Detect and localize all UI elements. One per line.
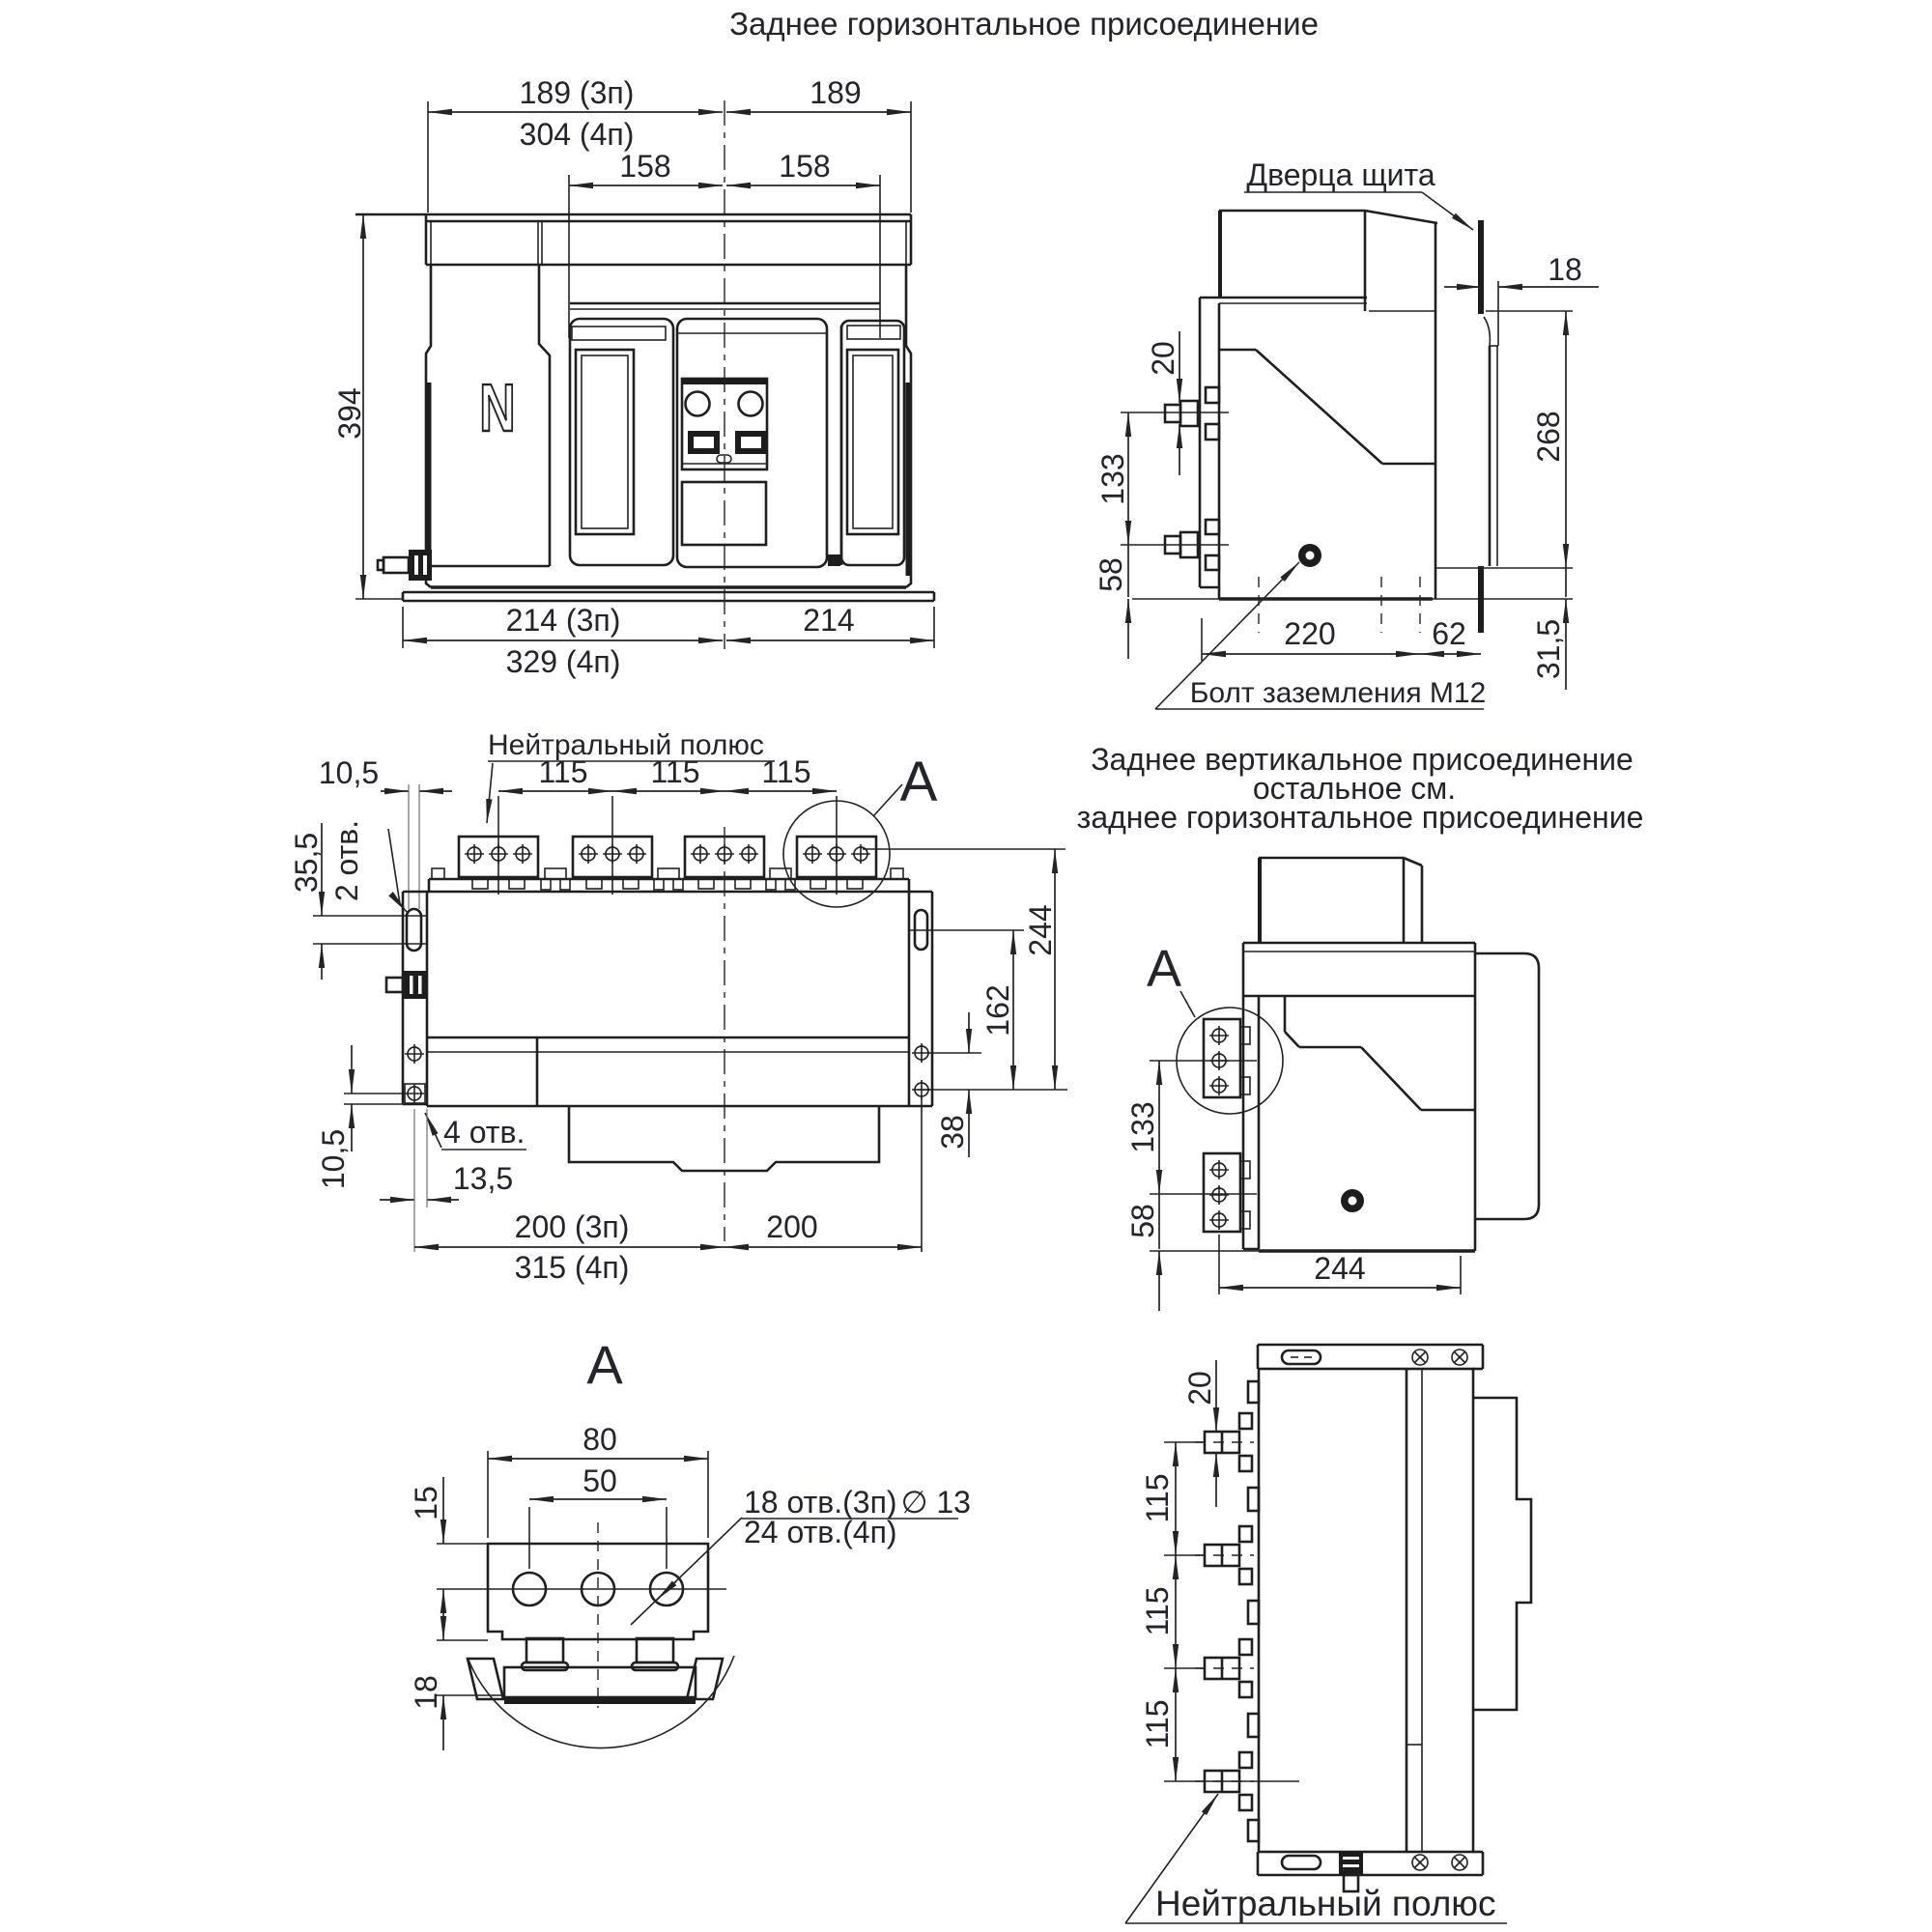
svg-text:115: 115 (761, 754, 810, 789)
svg-text:20: 20 (1146, 341, 1180, 376)
svg-text:115: 115 (538, 754, 587, 789)
svg-text:62: 62 (1432, 616, 1466, 651)
svg-text:10,5: 10,5 (316, 1129, 351, 1189)
svg-text:20: 20 (1182, 1371, 1217, 1406)
svg-text:115: 115 (1140, 1699, 1175, 1748)
svg-text:N: N (479, 370, 515, 445)
svg-text:Нейтральный полюс: Нейтральный полюс (1155, 1884, 1496, 1923)
svg-text:244: 244 (1023, 904, 1058, 955)
svg-text:133: 133 (1125, 1101, 1160, 1152)
svg-text:304 (4п): 304 (4п) (520, 117, 635, 152)
svg-text:35,5: 35,5 (289, 833, 324, 893)
svg-text:13,5: 13,5 (453, 1161, 513, 1196)
svg-text:158: 158 (779, 149, 830, 184)
svg-text:Заднее вертикальное присоедине: Заднее вертикальное присоединение (1091, 742, 1634, 777)
svg-text:220: 220 (1284, 616, 1335, 651)
svg-text:115: 115 (650, 754, 699, 789)
svg-text:200 (3п): 200 (3п) (515, 1209, 630, 1244)
svg-text:Дверца щита: Дверца щита (1246, 157, 1435, 192)
svg-text:58: 58 (1125, 1204, 1160, 1238)
svg-text:315 (4п): 315 (4п) (515, 1250, 630, 1285)
svg-text:394: 394 (332, 387, 367, 439)
svg-text:10,5: 10,5 (319, 755, 379, 790)
svg-text:А: А (900, 751, 938, 813)
svg-text:162: 162 (980, 984, 1015, 1036)
svg-text:заднее горизонтальное присоеди: заднее горизонтальное присоединение (1077, 800, 1644, 835)
svg-text:200: 200 (766, 1209, 817, 1244)
svg-text:189: 189 (810, 75, 861, 110)
svg-text:268: 268 (1531, 411, 1566, 462)
svg-text:80: 80 (582, 1422, 617, 1457)
svg-text:А: А (1147, 940, 1181, 998)
svg-text:214: 214 (803, 603, 854, 638)
svg-text:329 (4п): 329 (4п) (506, 644, 621, 679)
svg-text:18: 18 (1548, 252, 1582, 287)
svg-text:50: 50 (582, 1463, 617, 1498)
svg-text:133: 133 (1095, 453, 1130, 504)
svg-text:244: 244 (1314, 1251, 1365, 1286)
svg-text:Нейтральный полюс: Нейтральный полюс (488, 729, 764, 761)
svg-text:115: 115 (1140, 1473, 1175, 1522)
svg-text:4 отв.: 4 отв. (443, 1115, 525, 1150)
svg-text:58: 58 (1094, 557, 1128, 592)
svg-text:38: 38 (935, 1115, 970, 1150)
svg-text:18 отв.(3п)∅ 13: 18 отв.(3п)∅ 13 (744, 1485, 971, 1520)
svg-text:115: 115 (1140, 1586, 1175, 1635)
svg-text:189 (3п): 189 (3п) (520, 75, 635, 110)
svg-text:18: 18 (409, 1675, 443, 1710)
svg-text:2 отв.: 2 отв. (329, 820, 364, 901)
svg-text:15: 15 (409, 1486, 443, 1520)
svg-text:31,5: 31,5 (1531, 619, 1566, 679)
svg-text:А: А (586, 1334, 623, 1395)
svg-text:Болт заземления М12: Болт заземления М12 (1190, 677, 1487, 709)
svg-text:214 (3п): 214 (3п) (506, 603, 621, 638)
svg-text:158: 158 (619, 149, 670, 184)
svg-text:24 отв.(4п): 24 отв.(4п) (744, 1515, 897, 1549)
svg-text:Заднее горизонтальное присоеди: Заднее горизонтальное присоединение (729, 6, 1319, 42)
svg-text:остальное см.: остальное см. (1253, 771, 1456, 806)
